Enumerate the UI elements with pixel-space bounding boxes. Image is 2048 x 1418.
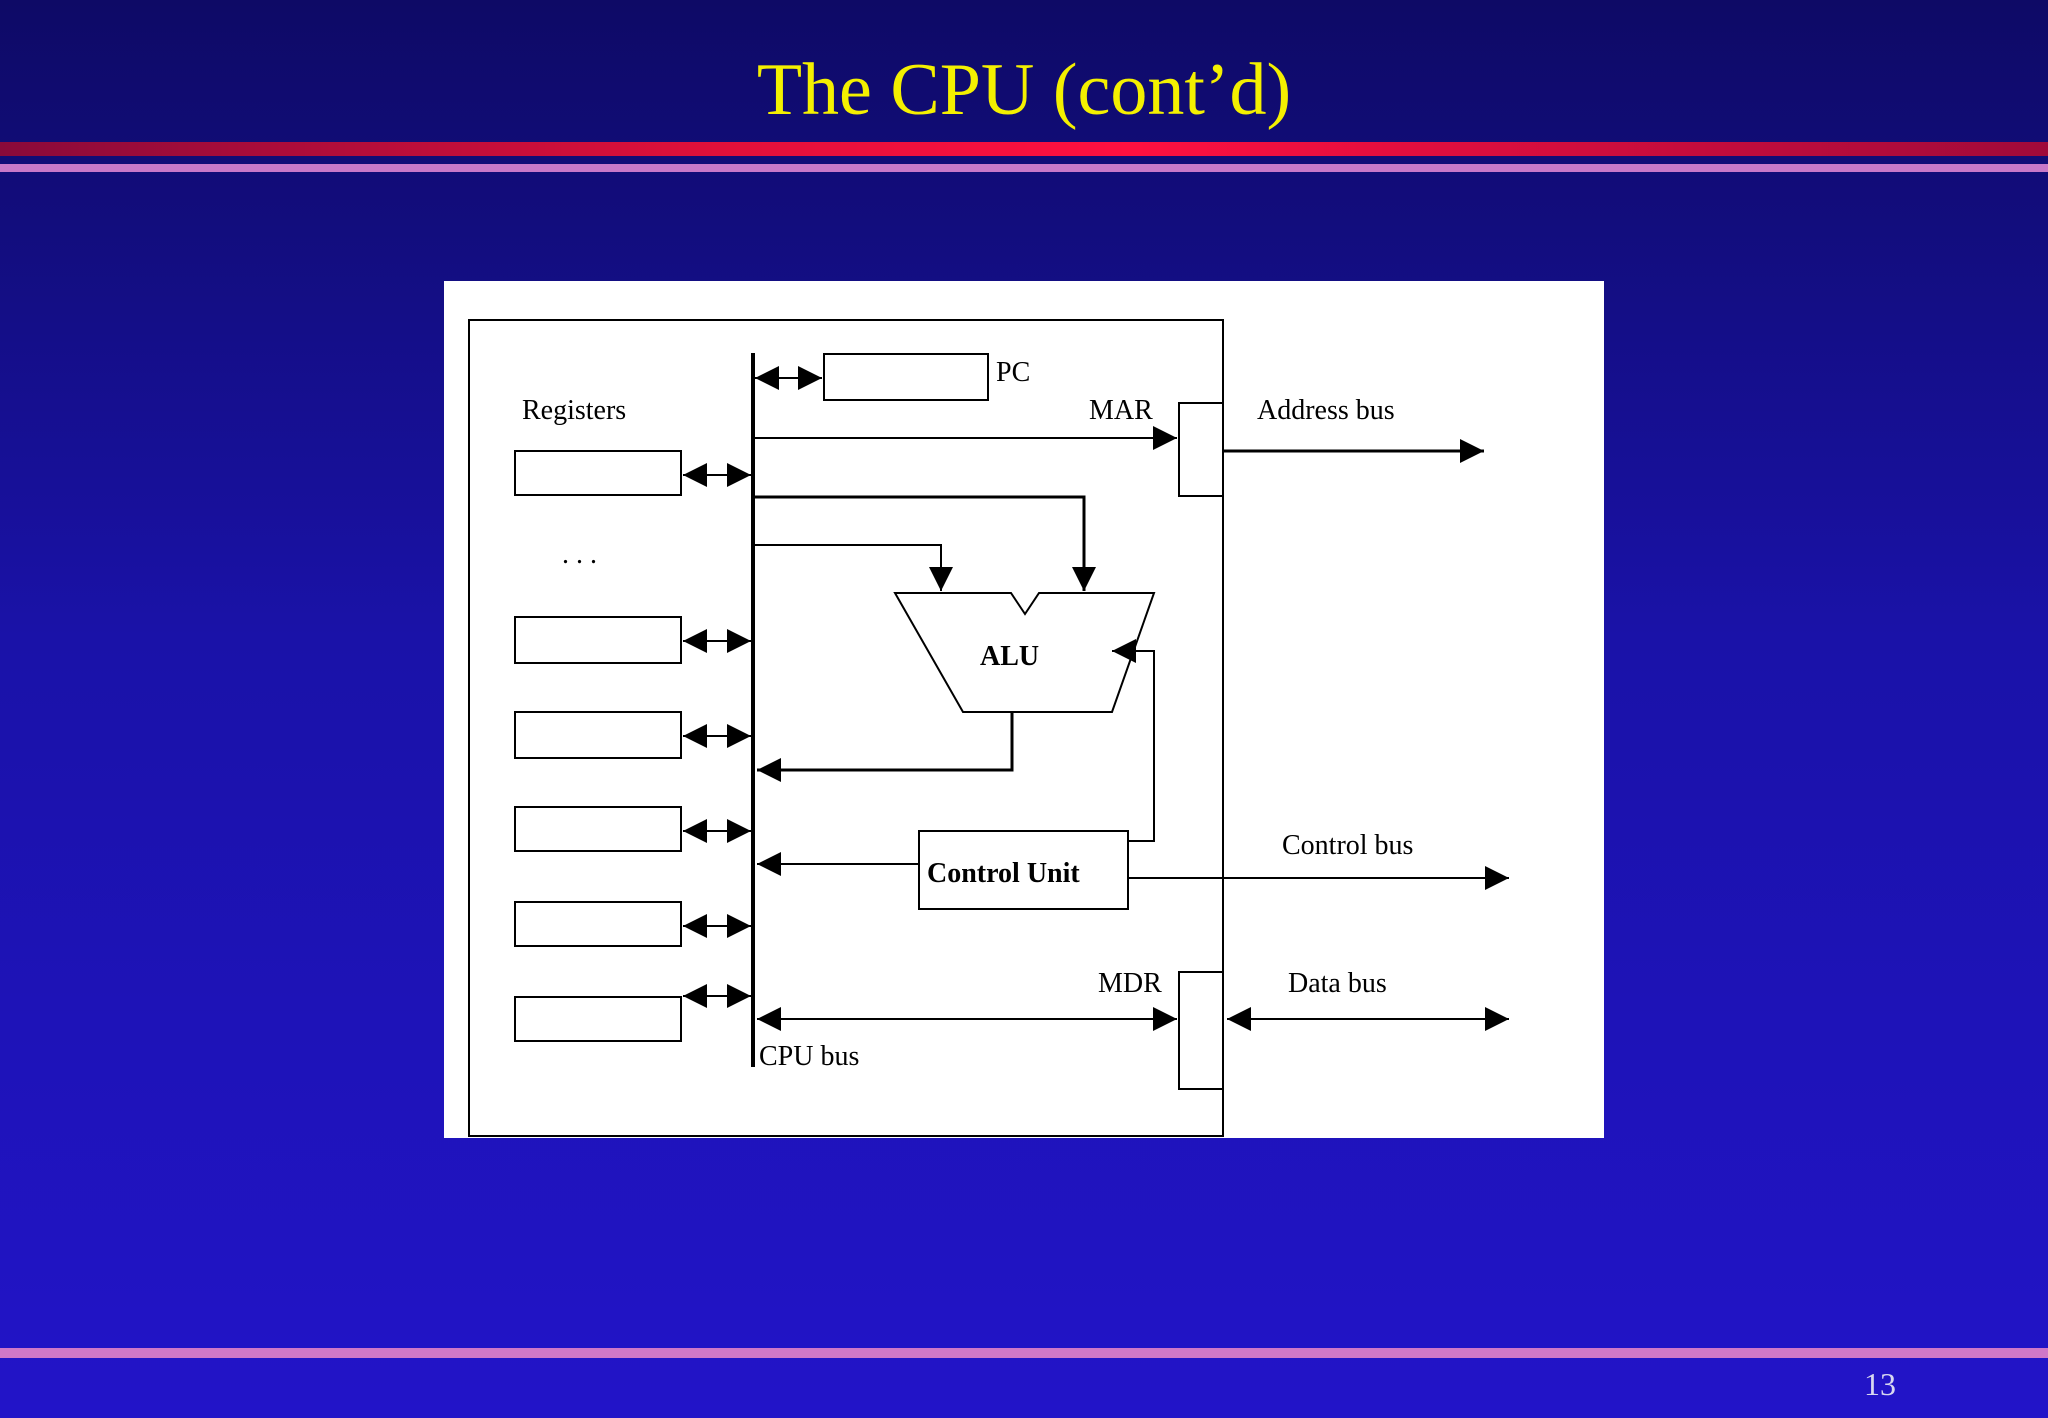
- mdr-label: MDR: [1098, 968, 1162, 999]
- register-3: [514, 711, 682, 759]
- mdr-register: [1178, 971, 1224, 1090]
- cpu-diagram: PC MAR Address bus Registers . . . ALU: [468, 319, 1509, 1137]
- registers-ellipsis: . . .: [562, 539, 597, 570]
- mar-register: [1178, 402, 1224, 497]
- register-6: [514, 996, 682, 1042]
- control-unit-box: [918, 830, 1129, 910]
- alu-output-arrow: [757, 712, 1014, 782]
- pc-label: PC: [996, 357, 1030, 388]
- footer-divider: [0, 1348, 2048, 1358]
- alu-label: ALU: [980, 641, 1039, 672]
- control-bus-label: Control bus: [1282, 830, 1413, 861]
- bus-to-alu-left-input: [755, 544, 953, 591]
- bus-to-alu-right-input: [755, 495, 1096, 591]
- address-bus-label: Address bus: [1257, 395, 1395, 426]
- cpu-diagram-figure: PC MAR Address bus Registers . . . ALU: [444, 281, 1604, 1138]
- mar-label: MAR: [1089, 395, 1153, 426]
- title-divider-pink: [0, 164, 2048, 172]
- pc-register: [823, 353, 989, 401]
- register-2: [514, 616, 682, 664]
- cpu-boundary: [468, 319, 1224, 1137]
- register-1: [514, 450, 682, 496]
- control-to-alu-arrow: [1112, 639, 1155, 842]
- alu-shape: [893, 592, 1156, 713]
- register-5: [514, 901, 682, 947]
- data-bus-label: Data bus: [1288, 968, 1387, 999]
- registers-label: Registers: [522, 395, 626, 426]
- register-4: [514, 806, 682, 852]
- slide-title: The CPU (cont’d): [756, 49, 1292, 131]
- control-unit-label: Control Unit: [927, 858, 1080, 889]
- title-divider-red: [0, 142, 2048, 156]
- page-number: 13: [1864, 1366, 1896, 1402]
- cpu-bus-label: CPU bus: [759, 1041, 859, 1072]
